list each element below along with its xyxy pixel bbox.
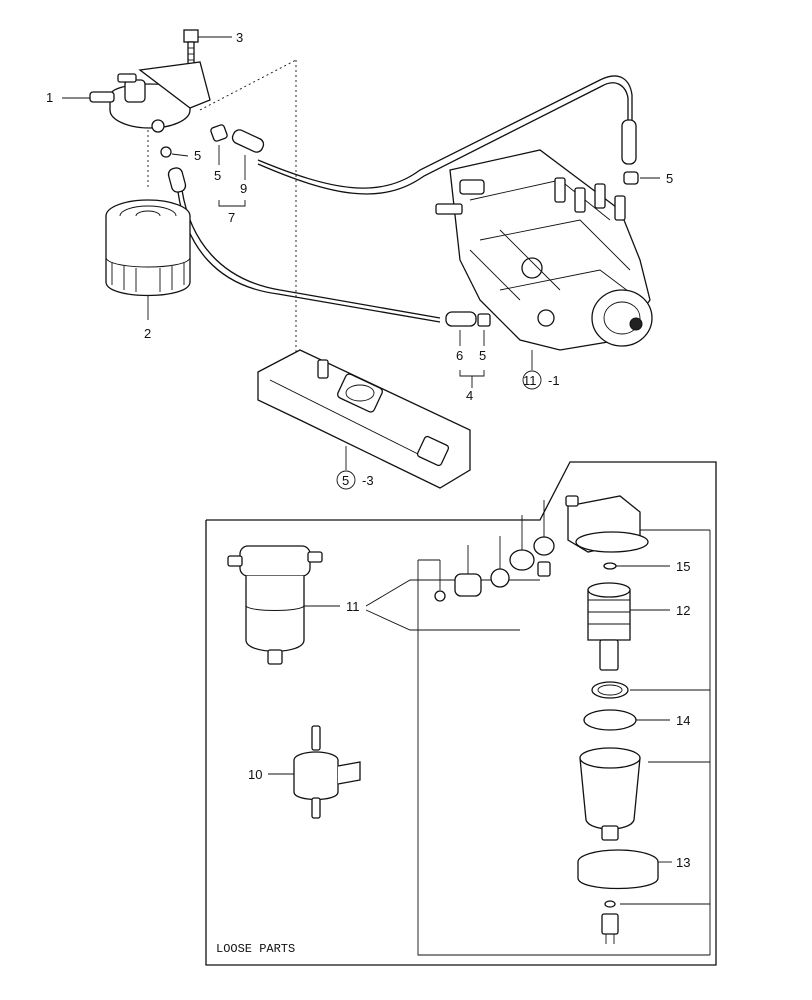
separator-head: [565, 495, 649, 553]
intake-manifold: [257, 349, 471, 489]
callout-15: 15: [676, 559, 690, 574]
callout-13: 13: [676, 855, 690, 870]
callout-9: 9: [240, 181, 247, 196]
callout-14: 14: [676, 713, 690, 728]
callout-12: 12: [676, 603, 690, 618]
callout-5a: 5: [194, 148, 201, 163]
bolt-part-3: [183, 29, 232, 65]
callout-4: 4: [466, 388, 473, 403]
callout-5b: 5: [214, 168, 221, 183]
exploded-small-parts: [434, 500, 555, 602]
filter-cartridge-part-2: [105, 199, 191, 320]
clamp-part-5-upper: [621, 119, 660, 185]
drain-plug: [601, 900, 619, 944]
callout-6: 6: [456, 348, 463, 363]
filter-head-part-1: [62, 61, 211, 158]
callout-11: 11: [346, 599, 360, 614]
water-separator-part-11: [227, 545, 540, 665]
callout-2: 2: [144, 326, 151, 341]
callout-10: 10: [248, 767, 262, 782]
callout-11-circled-number: 11: [523, 373, 537, 388]
callout-11-circled: 11 -1: [522, 370, 560, 390]
ring-nut-part-13: [577, 849, 672, 890]
callout-3: 3: [236, 30, 243, 45]
callout-labels: 1 3 5 5 9 7 5 2 6 5 4 11 -1 5 -3 11 15 1…: [46, 30, 690, 956]
callout-5-circled-suffix: -3: [362, 473, 374, 488]
callout-1: 1: [46, 90, 53, 105]
hose-and-clamps: [167, 124, 265, 207]
callout-5c: 5: [666, 171, 673, 186]
inline-filter-part-10: [268, 725, 361, 819]
callout-7: 7: [228, 210, 235, 225]
injection-pump-assembly: [435, 149, 653, 388]
bowl-parts-part-14: [579, 681, 670, 841]
callout-5d: 5: [479, 348, 486, 363]
callout-11-circled-suffix: -1: [548, 373, 560, 388]
loose-parts-frame: [205, 461, 717, 966]
callout-5-circled-number: 5: [342, 473, 349, 488]
filter-element-part-12: [587, 562, 670, 671]
loose-parts-label: LOOSE PARTS: [216, 942, 295, 956]
callout-5-circled: 5 -3: [336, 470, 374, 490]
